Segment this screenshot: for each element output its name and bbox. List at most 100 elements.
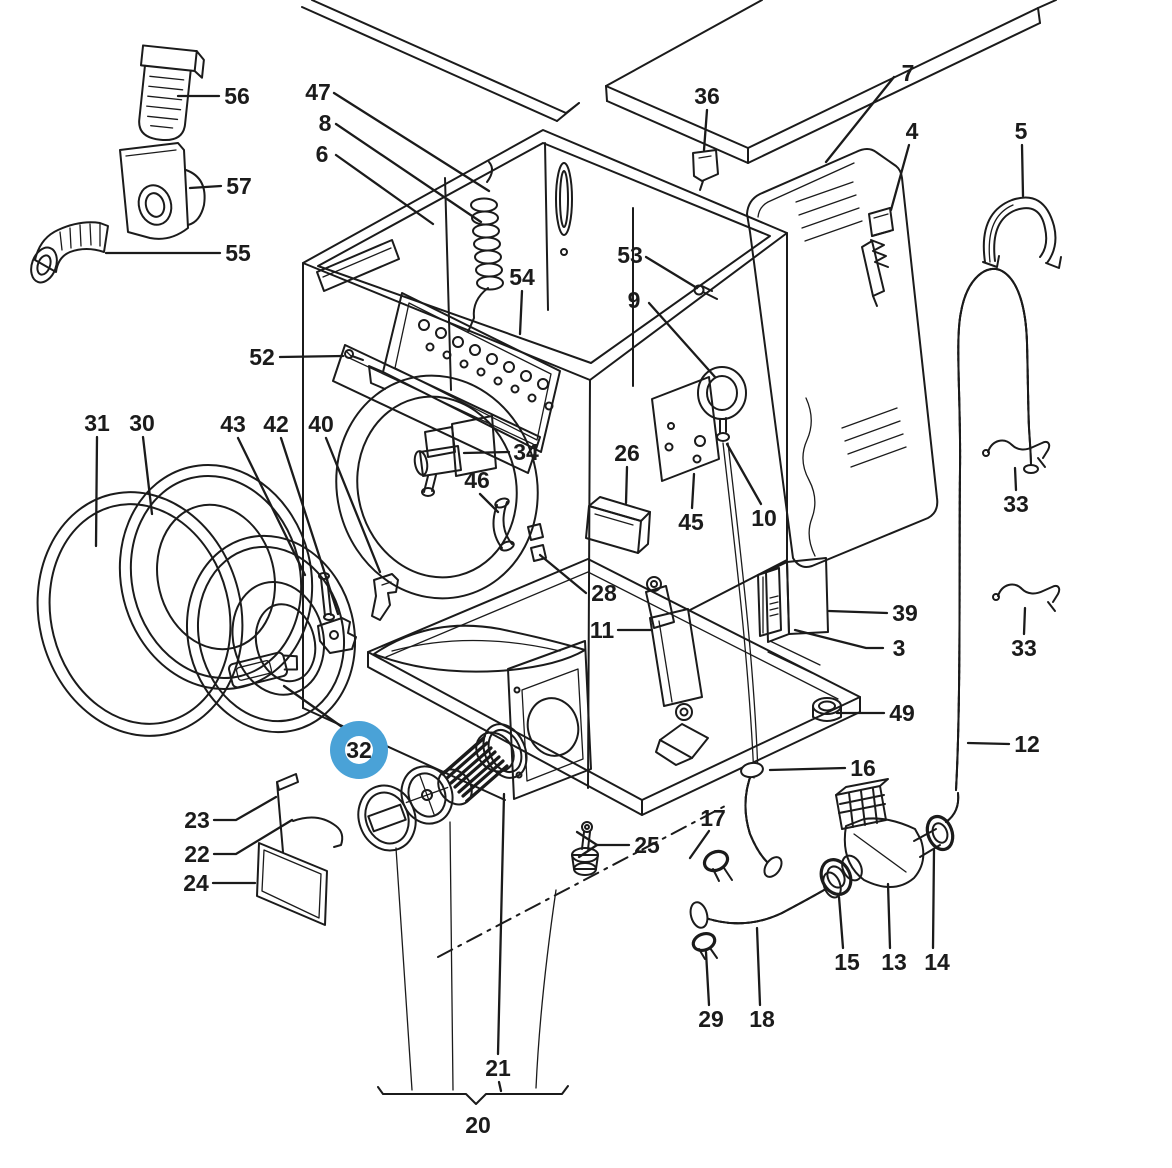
drain-pump	[819, 778, 960, 896]
callout-30[interactable]: 30	[129, 410, 155, 516]
callout-16[interactable]: 16	[768, 755, 876, 781]
leader-line	[575, 830, 631, 847]
hose-clamp-17	[702, 849, 733, 882]
leader-line	[236, 436, 307, 577]
callout-17[interactable]: 17	[688, 805, 726, 860]
callout-36[interactable]: 36	[694, 83, 720, 152]
inlet-valve	[413, 415, 497, 497]
callout-53[interactable]: 53	[617, 242, 699, 290]
callout-22[interactable]: 22	[184, 818, 294, 867]
callout-13[interactable]: 13	[881, 882, 907, 975]
part-number-3: 3	[893, 635, 906, 661]
part-number-32: 32	[346, 737, 372, 763]
part-number-7: 7	[902, 60, 915, 86]
callout-24[interactable]: 24	[183, 870, 257, 896]
callout-12[interactable]: 12	[966, 731, 1040, 757]
leader-line	[478, 492, 500, 514]
callout-10[interactable]: 10	[725, 442, 777, 531]
callout-3[interactable]: 3	[793, 628, 906, 661]
leader-line	[688, 829, 711, 860]
part-number-12: 12	[1014, 731, 1040, 757]
leader-line	[690, 472, 696, 510]
callout-18[interactable]: 18	[749, 926, 775, 1032]
front-base-panel	[507, 640, 592, 800]
callout-40[interactable]: 40	[308, 411, 382, 574]
callout-47[interactable]: 47	[305, 79, 491, 193]
part-number-54: 54	[509, 264, 535, 290]
callout-42[interactable]: 42	[263, 411, 340, 616]
callout-45[interactable]: 45	[678, 472, 704, 535]
callout-7[interactable]: 7	[824, 60, 915, 164]
callout-9[interactable]: 9	[628, 287, 717, 379]
part-number-8: 8	[319, 110, 332, 136]
callout-33[interactable]: 33	[1011, 606, 1037, 661]
part-number-52: 52	[249, 344, 275, 370]
part-number-23: 23	[184, 807, 210, 833]
callout-23[interactable]: 23	[184, 795, 278, 833]
center-line	[437, 805, 726, 958]
drain-filter-assembly	[357, 723, 569, 1105]
callout-43[interactable]: 43	[220, 411, 307, 577]
bracket-20	[377, 1085, 569, 1105]
callout-52[interactable]: 52	[249, 344, 345, 370]
leader-line	[518, 289, 524, 336]
callout-56[interactable]: 56	[176, 83, 250, 109]
callout-15[interactable]: 15	[834, 895, 860, 975]
leader-line	[755, 926, 762, 1007]
part-number-45: 45	[678, 509, 704, 535]
callout-21[interactable]: 21	[485, 792, 511, 1093]
tub-front-ring	[335, 374, 539, 600]
callout-5[interactable]: 5	[1015, 118, 1028, 198]
part-number-46: 46	[464, 467, 490, 493]
callout-54[interactable]: 54	[509, 264, 535, 336]
callout-28[interactable]: 28	[538, 553, 617, 606]
callout-49[interactable]: 49	[835, 700, 915, 726]
part-number-5: 5	[1015, 118, 1028, 144]
hose-clamp-29	[691, 931, 718, 960]
leader-line	[577, 843, 599, 859]
leader-line	[966, 741, 1011, 746]
part-number-20: 20	[465, 1112, 491, 1138]
filter-insert-56	[138, 44, 205, 142]
callout-55[interactable]: 55	[104, 240, 251, 266]
callout-33[interactable]: 33	[1003, 466, 1029, 517]
suspension-spring	[467, 161, 504, 333]
leader-line	[497, 1080, 503, 1093]
callout-14[interactable]: 14	[924, 848, 950, 975]
part-number-56: 56	[224, 83, 250, 109]
callout-57[interactable]: 57	[188, 173, 252, 199]
dispenser-box	[757, 557, 829, 643]
drain-hose	[955, 268, 1039, 791]
highlight-marker-hole	[345, 736, 373, 764]
callout-8[interactable]: 8	[319, 110, 483, 224]
part-number-16: 16	[850, 755, 876, 781]
callout-31[interactable]: 31	[84, 410, 110, 548]
leader-line	[624, 465, 629, 505]
callout-26[interactable]: 26	[614, 440, 640, 505]
callout-29[interactable]: 29	[698, 950, 724, 1032]
part-number-11: 11	[590, 617, 615, 643]
part-number-36: 36	[694, 83, 720, 109]
leader-line	[1022, 606, 1027, 636]
leader-line	[931, 848, 936, 950]
sump-hose	[740, 761, 783, 878]
callout-32[interactable]: 32	[282, 684, 388, 779]
leader-line	[1013, 466, 1018, 492]
callout-11[interactable]: 11	[590, 617, 654, 643]
callout-25[interactable]: 25	[575, 830, 660, 859]
leader-line	[889, 143, 911, 212]
callout-46[interactable]: 46	[464, 467, 500, 514]
callout-4[interactable]: 4	[889, 118, 919, 212]
part-number-33: 33	[1011, 635, 1037, 661]
pressure-switch	[697, 366, 759, 779]
part-number-30: 30	[129, 410, 155, 436]
door-catch-40	[371, 573, 399, 621]
part-number-25: 25	[634, 832, 660, 858]
leader-line	[496, 792, 506, 1056]
callout-6[interactable]: 6	[316, 141, 435, 226]
wire-clip-33-lower	[992, 583, 1061, 612]
callout-34[interactable]: 34	[462, 439, 539, 465]
callout-20[interactable]: 20	[465, 1112, 491, 1138]
callout-39[interactable]: 39	[827, 600, 918, 626]
